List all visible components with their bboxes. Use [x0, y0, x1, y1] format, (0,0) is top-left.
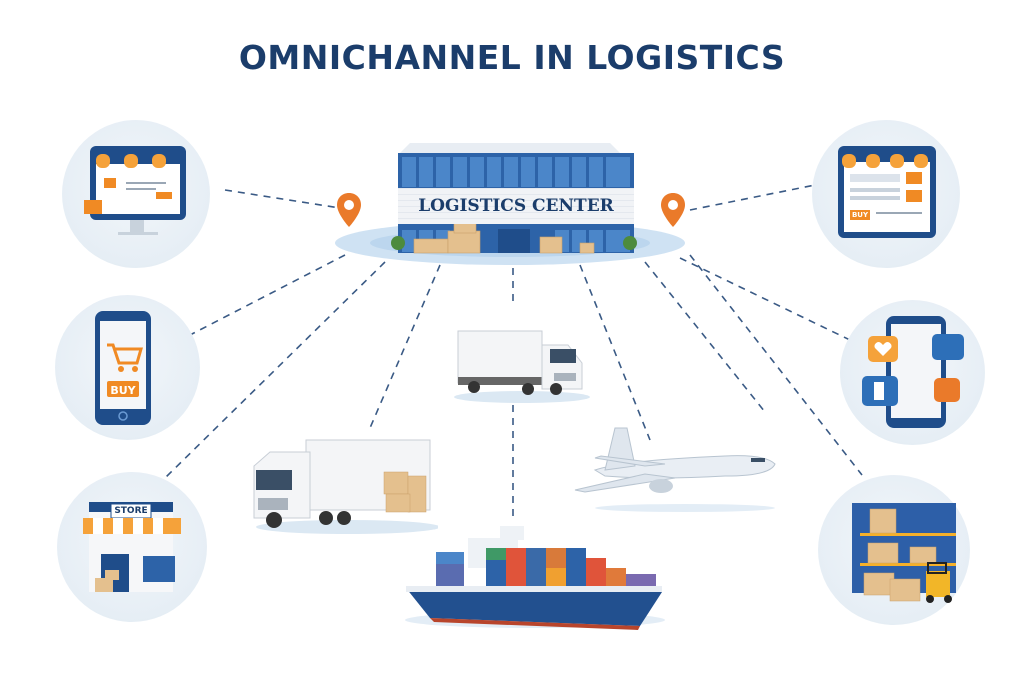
smartphone-social-icon: [862, 316, 964, 428]
smartphone-cart-icon: [95, 311, 151, 425]
tablet-online-store-icon: [838, 146, 936, 238]
location-pin-icon: [661, 193, 685, 227]
storefront-icon: [83, 502, 181, 592]
channel-social-media[interactable]: [840, 300, 985, 445]
buy-button[interactable]: BUY: [110, 384, 136, 397]
logistics-center-label: LOGISTICS CENTER: [398, 188, 634, 224]
channel-mobile-shop[interactable]: BUY: [55, 295, 200, 440]
channel-web-store[interactable]: [62, 120, 210, 268]
page-title: OMNICHANNEL IN LOGISTICS: [238, 38, 786, 77]
warehouse-forklift-icon: [852, 503, 956, 603]
semi-truck-with-pallets-icon: [253, 439, 438, 534]
channel-warehouse[interactable]: [818, 475, 970, 625]
desktop-online-store-icon: [84, 146, 186, 235]
channel-physical-store[interactable]: STORE: [57, 472, 207, 622]
location-pin-icon: [337, 193, 361, 227]
box-truck-icon: [454, 330, 590, 403]
buy-button[interactable]: BUY: [851, 211, 869, 219]
store-sign: STORE: [114, 506, 148, 516]
channel-tablet-store[interactable]: BUY: [812, 120, 960, 268]
cargo-airplane-icon: [574, 427, 776, 512]
container-ship-icon: [405, 526, 665, 630]
